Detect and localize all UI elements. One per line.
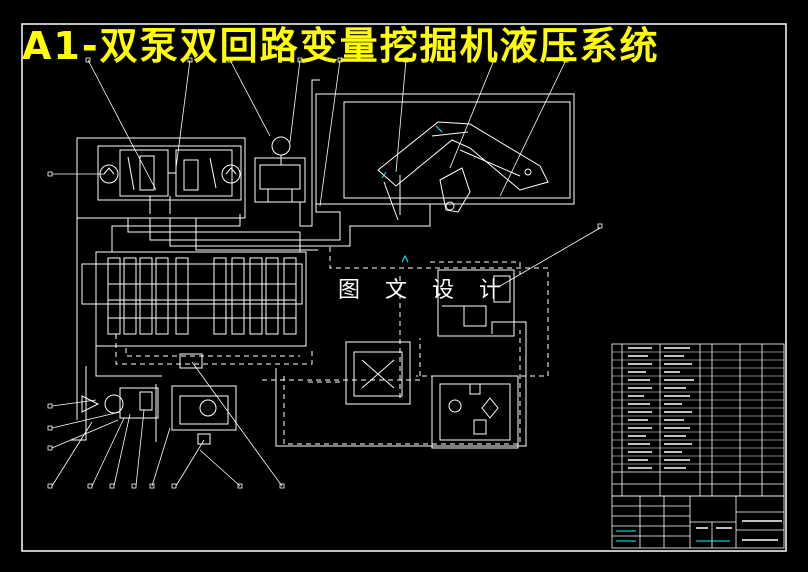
return-lines: [70, 321, 527, 447]
title-block-text-marks: [696, 520, 782, 541]
swing-motor-block: [431, 375, 519, 449]
cylinder-icon: [381, 125, 443, 179]
drawing-border: [21, 23, 787, 552]
centre-marker: [401, 254, 409, 263]
title-block: [611, 495, 785, 549]
travel-valve-block: [345, 341, 411, 405]
drawing-title: A1-双泵双回路变量挖掘机液压系统: [22, 24, 660, 68]
parts-list-rows: [612, 351, 784, 465]
pump-motor-icon: [99, 164, 241, 184]
swing-valve-block: [437, 269, 515, 337]
pump-group: [76, 137, 246, 219]
parts-list-text-marks: [628, 347, 694, 469]
pilot-control-block: [171, 353, 237, 445]
pilot-pump-block: [254, 136, 306, 203]
watermark-text: 图 文 设 计: [338, 278, 510, 303]
leader-markers: [47, 57, 603, 489]
title-block-accent: [616, 530, 730, 542]
excavator-arm-icon: [315, 93, 575, 221]
tank-block: [81, 387, 159, 419]
leader-lines: [51, 59, 601, 487]
pressure-lines: [76, 79, 431, 420]
valve-stack-icon: [81, 251, 307, 347]
